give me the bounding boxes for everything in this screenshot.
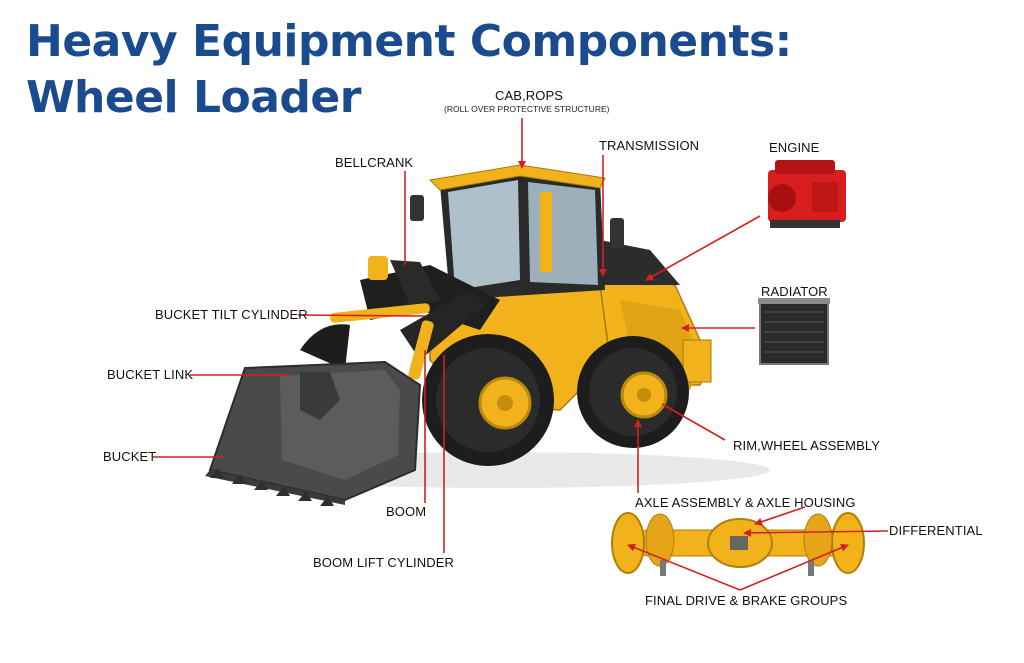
page-title: Heavy Equipment Components: Wheel Loader — [26, 14, 792, 126]
title-line-2: Wheel Loader — [26, 72, 361, 123]
engine-illustration — [768, 160, 846, 228]
label-boom: BOOM — [386, 504, 427, 519]
label-cab-rops-sub: (ROLL OVER PROTECTIVE STRUCTURE) — [444, 104, 610, 114]
label-bucket-tilt-cylinder: BUCKET TILT CYLINDER — [155, 307, 308, 322]
wheel-loader-illustration — [205, 164, 770, 506]
label-cab-rops: CAB,ROPS — [495, 88, 563, 103]
label-bucket-link: BUCKET LINK — [107, 367, 194, 382]
arrow-engine — [645, 215, 761, 281]
arrow-differential — [743, 528, 889, 537]
label-radiator: RADIATOR — [761, 284, 828, 299]
line-rim-wheel — [661, 403, 726, 441]
label-bellcrank: BELLCRANK — [335, 155, 414, 170]
label-final-drive: FINAL DRIVE & BRAKE GROUPS — [645, 593, 848, 608]
label-bucket: BUCKET — [103, 449, 157, 464]
label-rim-wheel-assembly: RIM,WHEEL ASSEMBLY — [733, 438, 881, 453]
label-boom-lift-cylinder: BOOM LIFT CYLINDER — [313, 555, 454, 570]
leader-lines — [152, 118, 889, 591]
label-axle-assembly: AXLE ASSEMBLY & AXLE HOUSING — [635, 495, 856, 510]
arrow-final-drive-right — [739, 544, 849, 591]
line-bucket-tilt-cylinder — [297, 314, 426, 317]
title-line-1: Heavy Equipment Components: — [26, 16, 792, 67]
label-engine: ENGINE — [769, 140, 820, 155]
radiator-illustration — [758, 298, 830, 365]
axle-illustration — [611, 512, 865, 576]
arrow-final-drive-left — [627, 543, 741, 591]
label-differential: DIFFERENTIAL — [889, 523, 983, 538]
label-transmission: TRANSMISSION — [599, 138, 700, 153]
arrow-axle-housing — [754, 506, 806, 526]
